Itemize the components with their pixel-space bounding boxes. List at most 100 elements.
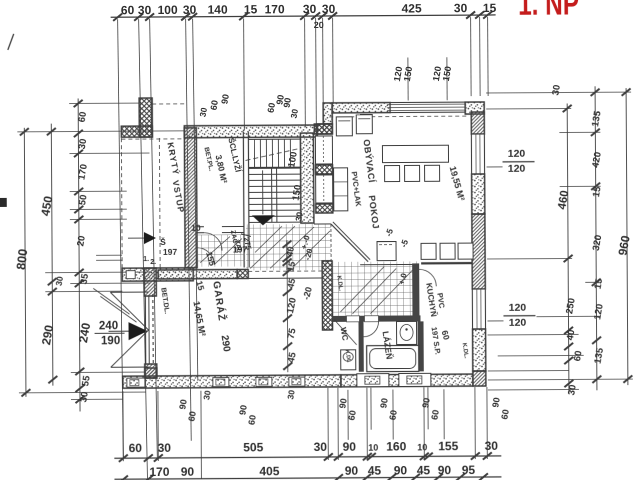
svg-text:90: 90 [177, 399, 189, 411]
svg-text:90: 90 [237, 404, 249, 416]
svg-text:135: 135 [590, 109, 604, 127]
svg-text:135: 135 [592, 346, 606, 364]
svg-text:150: 150 [441, 65, 453, 81]
svg-text:35: 35 [78, 272, 91, 285]
svg-text:420: 420 [590, 151, 604, 168]
svg-text:90: 90 [345, 464, 359, 478]
svg-text:30: 30 [303, 2, 317, 16]
svg-text:120: 120 [509, 317, 527, 329]
svg-text:30: 30 [550, 84, 563, 96]
svg-text:45: 45 [285, 278, 297, 290]
svg-text:30: 30 [322, 2, 336, 16]
svg-text:POKOJ: POKOJ [367, 195, 381, 230]
svg-text:320: 320 [591, 234, 605, 251]
svg-text:960: 960 [616, 234, 633, 256]
svg-text:90: 90 [281, 97, 293, 109]
svg-text:460: 460 [556, 190, 571, 211]
svg-text:-20: -20 [303, 247, 315, 261]
svg-text:WC: WC [339, 327, 350, 342]
svg-text:60: 60 [346, 410, 358, 422]
svg-text:120: 120 [392, 66, 404, 82]
svg-text:60: 60 [265, 102, 277, 114]
svg-text:15: 15 [244, 2, 258, 16]
svg-text:100: 100 [158, 3, 178, 17]
svg-text:K.DL: K.DL [344, 349, 352, 363]
svg-text:15: 15 [194, 280, 206, 292]
svg-text:30: 30 [78, 391, 91, 403]
svg-text:90: 90 [378, 397, 390, 409]
svg-text:15: 15 [285, 261, 297, 273]
svg-text:60: 60 [387, 409, 399, 421]
svg-text:20: 20 [314, 20, 324, 30]
svg-text:197: 197 [163, 247, 178, 257]
svg-text:+.0: +.0 [397, 272, 409, 286]
svg-text:450: 450 [38, 195, 55, 217]
svg-text:240: 240 [76, 321, 93, 343]
svg-text:45: 45 [368, 464, 382, 478]
svg-text:-5: -5 [383, 227, 395, 238]
svg-text:60: 60 [572, 350, 585, 362]
svg-text:140: 140 [208, 3, 228, 17]
svg-text:60: 60 [499, 409, 511, 421]
svg-text:15: 15 [483, 1, 497, 15]
svg-text:15: 15 [593, 277, 606, 290]
svg-text:240: 240 [99, 320, 118, 332]
svg-text:15: 15 [591, 185, 604, 198]
svg-text:30: 30 [566, 384, 579, 396]
svg-text:170: 170 [265, 2, 285, 16]
svg-text:60: 60 [129, 441, 143, 455]
svg-text:120: 120 [285, 297, 299, 315]
svg-text:LÁZEŇ: LÁZEŇ [381, 330, 396, 360]
svg-text:150: 150 [402, 66, 414, 82]
svg-text:90: 90 [420, 397, 432, 409]
svg-text:155: 155 [438, 439, 458, 453]
svg-text:K.DL.: K.DL. [461, 343, 469, 360]
svg-text:30: 30 [285, 389, 296, 400]
svg-text:197 S.P.: 197 S.P. [430, 326, 443, 355]
svg-text:120: 120 [508, 148, 526, 160]
svg-text:-5: -5 [398, 238, 410, 249]
svg-text:170: 170 [76, 163, 90, 180]
svg-text:800: 800 [14, 248, 30, 270]
svg-text:60: 60 [440, 329, 452, 341]
svg-text:60: 60 [246, 414, 258, 426]
svg-text:55: 55 [80, 374, 93, 387]
svg-text:2.: 2. [150, 259, 156, 266]
svg-text:90: 90 [394, 463, 408, 477]
svg-text:100: 100 [286, 151, 300, 168]
svg-text:30: 30 [314, 440, 328, 454]
svg-text:30: 30 [138, 3, 152, 17]
svg-text:ZAČ: ZAČ [229, 229, 240, 244]
svg-text:30: 30 [289, 108, 300, 119]
svg-text:250: 250 [564, 297, 578, 314]
svg-text:90: 90 [181, 465, 195, 479]
svg-text:10: 10 [368, 443, 378, 453]
svg-text:40: 40 [284, 246, 296, 258]
svg-text:160: 160 [386, 439, 406, 453]
svg-text:60: 60 [186, 410, 198, 422]
svg-text:30: 30 [77, 138, 90, 150]
svg-text:1.: 1. [143, 256, 149, 263]
svg-text:ZAL: ZAL [233, 240, 242, 254]
svg-text:-20: -20 [301, 286, 314, 301]
svg-text:10: 10 [191, 223, 201, 233]
svg-text:170: 170 [149, 465, 169, 479]
svg-text:190: 190 [101, 335, 120, 347]
svg-text:Š: Š [160, 236, 166, 247]
svg-text:30: 30 [54, 275, 65, 286]
svg-text:1. NP: 1. NP [518, 0, 579, 23]
svg-text:60: 60 [121, 3, 135, 17]
svg-text:10: 10 [417, 442, 427, 452]
svg-text:45: 45 [286, 351, 299, 364]
svg-text:90: 90 [337, 398, 349, 410]
svg-text:30: 30 [183, 3, 197, 17]
svg-text:505: 505 [243, 440, 263, 454]
svg-text:BET.DL.: BET.DL. [159, 287, 170, 314]
svg-text:90: 90 [274, 94, 286, 106]
svg-text:+.-0: +.-0 [299, 234, 311, 250]
svg-text:90: 90 [490, 397, 502, 409]
svg-text:60: 60 [208, 99, 220, 111]
svg-text:155: 155 [204, 251, 217, 268]
svg-text:PVC: PVC [435, 292, 446, 309]
svg-text:45: 45 [417, 463, 431, 477]
